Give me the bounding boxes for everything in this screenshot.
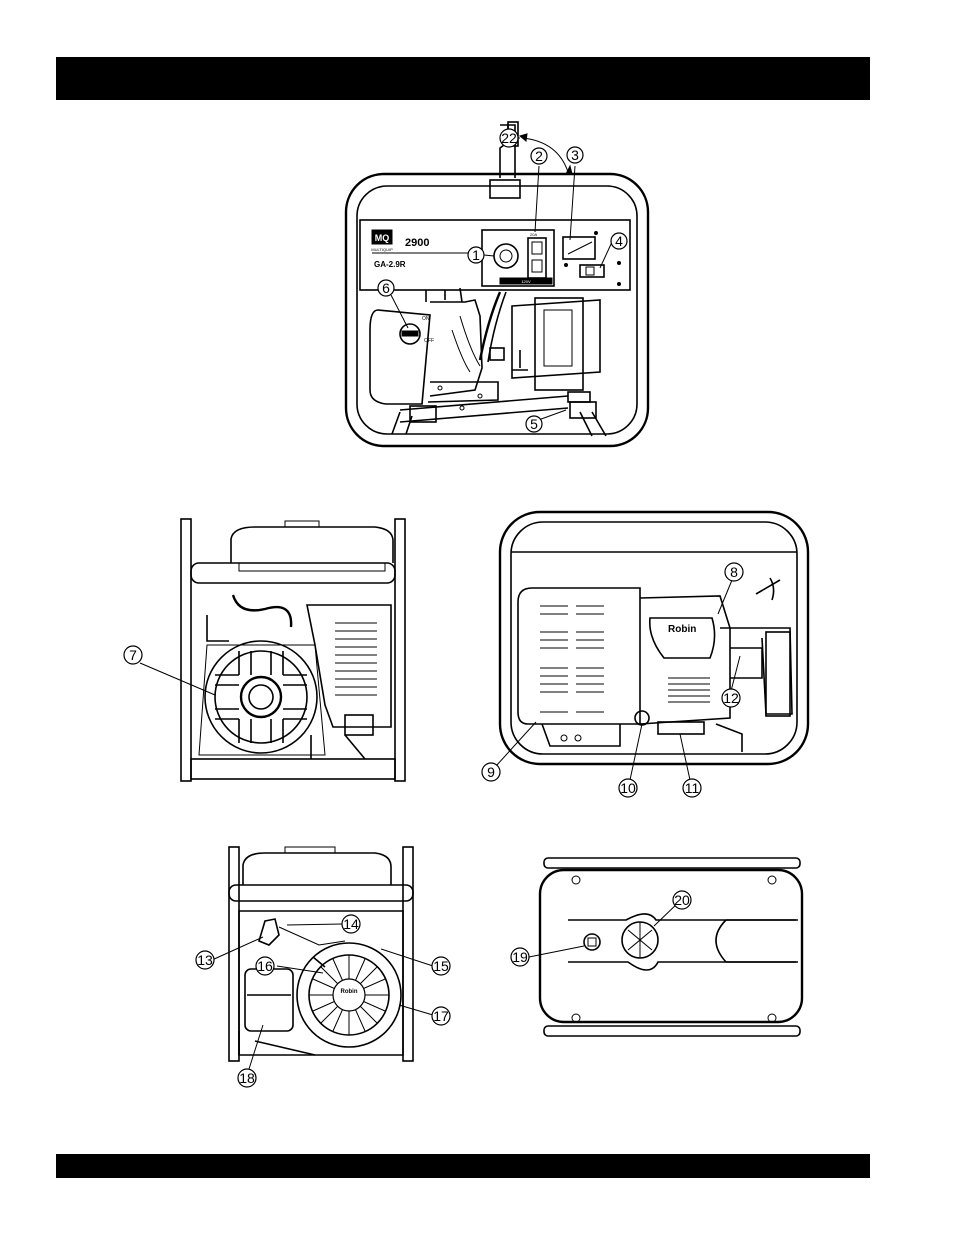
callout-7: 7 [129, 647, 137, 663]
amp-label: 20A [530, 232, 537, 237]
svg-text:ON: ON [422, 316, 430, 322]
callout-11: 11 [685, 780, 700, 796]
logo-text: MQ [375, 233, 390, 243]
callout-4: 4 [615, 233, 623, 249]
callout-20: 20 [674, 892, 690, 908]
callout-18: 18 [239, 1070, 255, 1086]
callout-3: 3 [571, 147, 579, 163]
callout-1: 1 [472, 247, 480, 263]
callout-12: 12 [723, 690, 739, 706]
callout-22: 22 [501, 130, 517, 146]
engine-louvers [335, 623, 377, 695]
callout-5: 5 [530, 416, 538, 432]
callout-8: 8 [730, 564, 738, 580]
svg-text:OFF: OFF [424, 338, 434, 344]
footer-bar [56, 1154, 870, 1178]
callout-9: 9 [487, 764, 495, 780]
callout-14: 14 [343, 916, 359, 932]
recoil-starter-figure: Robin 14 13 16 15 17 18 [195, 845, 465, 1095]
base-plate-figure: 19 20 [500, 850, 810, 1040]
callout-17: 17 [433, 1008, 449, 1024]
muffler-cover [518, 588, 640, 724]
volt-label: 120V [521, 279, 531, 284]
callout-13: 13 [197, 952, 213, 968]
control-panel-figure: MQ MULTIQUIP 2900 GA-2.9R 20A 120V ON OF… [330, 120, 660, 455]
engine-side-figure: Robin 8 12 9 10 11 [480, 508, 820, 798]
callout-16: 16 [257, 958, 273, 974]
engine-brand: Robin [668, 624, 696, 635]
air-cleaner-box [245, 969, 293, 1031]
twist-lock-receptacle [494, 244, 518, 268]
header-bar [56, 57, 870, 100]
alternator-end-cover [205, 641, 317, 753]
model-number: 2900 [405, 237, 429, 249]
alternator-side-figure: 7 [115, 515, 415, 785]
callout-2: 2 [535, 148, 543, 164]
callout-15: 15 [433, 958, 449, 974]
oil-drain-plug [584, 934, 600, 950]
callout-6: 6 [382, 280, 390, 296]
callout-10: 10 [620, 780, 636, 796]
callout-19: 19 [512, 949, 528, 965]
logo-subtext: MULTIQUIP [371, 247, 393, 252]
engine-switch: ON OFF [370, 310, 434, 404]
model-name: GA-2.9R [374, 260, 406, 269]
starter-brand: Robin [341, 989, 358, 995]
